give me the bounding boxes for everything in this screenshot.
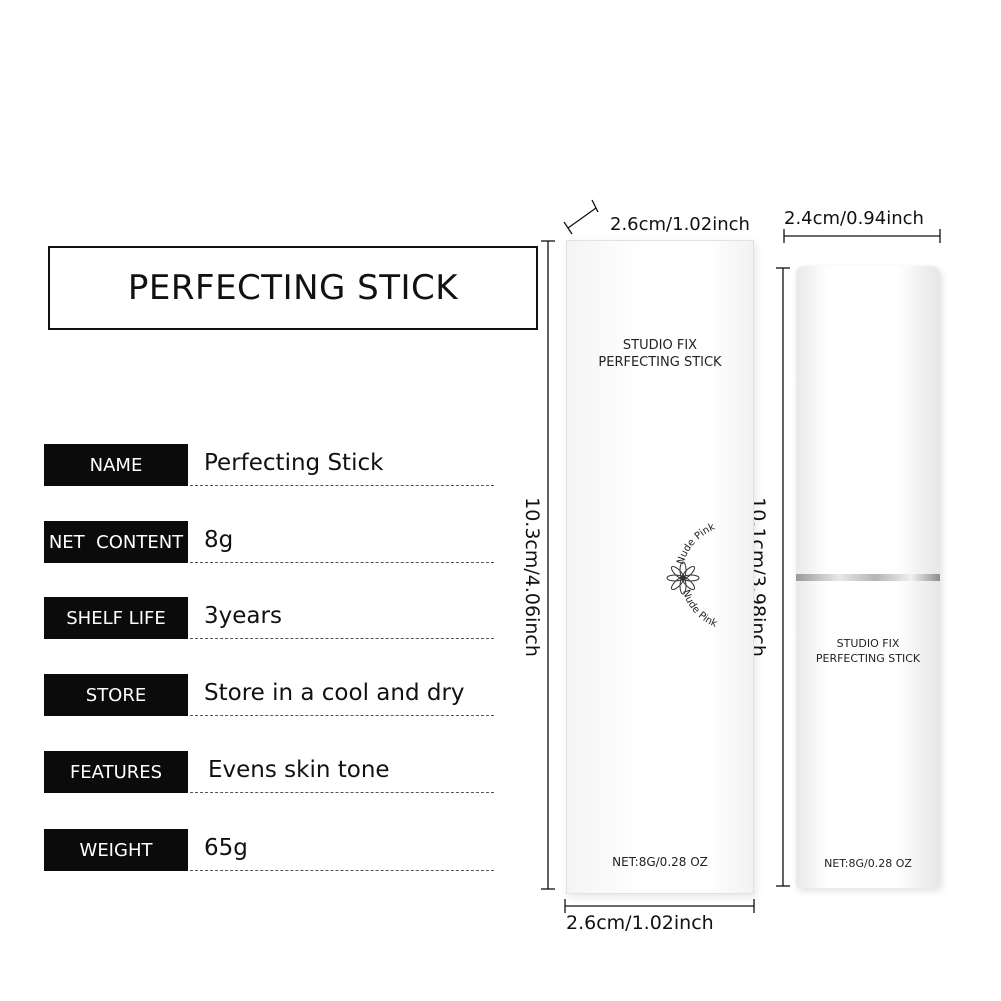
spec-row-weight: WEIGHT 65g <box>44 829 494 873</box>
shade-emblem: Nude Pink Nude Pink <box>666 522 719 630</box>
tube-line2: PERFECTING STICK <box>815 652 921 665</box>
product-box: STUDIO FIX PERFECTING STICK Nude Pink Nu… <box>566 240 754 894</box>
spec-value: 65g <box>204 835 248 861</box>
tube-line1: STUDIO FIX <box>836 637 900 650</box>
box-height-label: 10.3cm/4.06inch <box>521 497 543 657</box>
spec-label: STORE <box>44 674 188 716</box>
spec-label: NAME <box>44 444 188 486</box>
spec-row-net-content: NET CONTENT 8g <box>44 521 494 565</box>
spec-row-store: STORE Store in a cool and dry <box>44 674 494 718</box>
spec-value: Evens skin tone <box>208 757 390 783</box>
flower-icon <box>666 561 700 595</box>
dotted-divider <box>190 485 494 486</box>
dotted-divider <box>190 792 494 793</box>
spec-row-shelf-life: SHELF LIFE 3years <box>44 597 494 641</box>
spec-value: 3years <box>204 603 282 629</box>
spec-label: NET CONTENT <box>44 521 188 563</box>
tube-net-weight: NET:8G/0.28 OZ <box>824 857 912 870</box>
dotted-divider <box>190 715 494 716</box>
spec-label: WEIGHT <box>44 829 188 871</box>
box-depth-label: 2.6cm/1.02inch <box>610 214 750 235</box>
tube-silver-band <box>796 574 940 581</box>
product-tube: STUDIO FIX PERFECTING STICK NET:8G/0.28 … <box>796 266 940 888</box>
shade-name-bottom: Nude Pink <box>680 588 719 629</box>
spec-value: Perfecting Stick <box>204 450 384 476</box>
dotted-divider <box>190 870 494 871</box>
box-width-label: 2.6cm/1.02inch <box>566 912 714 934</box>
spec-row-name: NAME Perfecting Stick <box>44 444 494 488</box>
dotted-divider <box>190 562 494 563</box>
product-title: PERFECTING STICK <box>48 246 538 330</box>
dotted-divider <box>190 638 494 639</box>
shade-name-top: Nude Pink <box>675 522 717 566</box>
spec-label: FEATURES <box>44 751 188 793</box>
spec-label: SHELF LIFE <box>44 597 188 639</box>
spec-value: 8g <box>204 527 234 553</box>
box-net-weight: NET:8G/0.28 OZ <box>612 855 708 869</box>
spec-value: Store in a cool and dry <box>204 680 465 706</box>
tube-width-label: 2.4cm/0.94inch <box>784 208 924 229</box>
box-line2: PERFECTING STICK <box>598 355 722 370</box>
box-brand-text: STUDIO FIX PERFECTING STICK <box>567 337 753 371</box>
tube-brand-text: STUDIO FIX PERFECTING STICK <box>796 636 940 666</box>
box-line1: STUDIO FIX <box>622 338 698 353</box>
spec-row-features: FEATURES Evens skin tone <box>44 751 494 795</box>
